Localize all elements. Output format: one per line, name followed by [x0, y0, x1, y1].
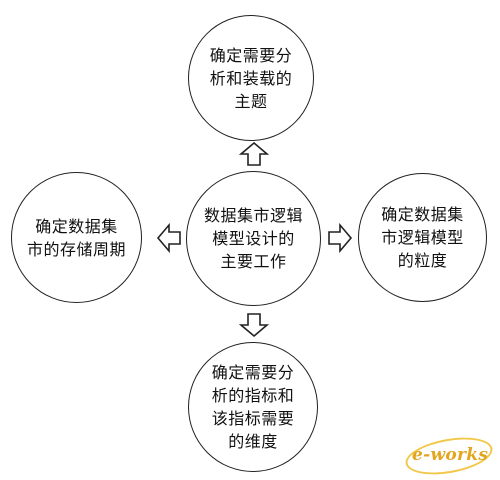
granularity-text: 确定数据集 市逻辑模型 的粒度	[381, 205, 464, 270]
metrics-dimensions-text: 确定需要分 析的指标和 该指标需要 的维度	[211, 363, 295, 451]
granularity-circle: 确定数据集 市逻辑模型 的粒度	[358, 173, 487, 302]
watermark-text: e-works	[412, 445, 489, 465]
storage-period-text: 确定数据集 市的存储周期	[26, 216, 126, 259]
topic-circle: 确定需要分 析和装载的 主题	[188, 15, 314, 141]
arrow-right-icon	[328, 222, 353, 254]
arrow-up-icon	[238, 141, 270, 166]
center-text: 数据集市逻辑 模型设计的 主要工作	[203, 206, 303, 271]
metrics-dimensions-circle: 确定需要分 析的指标和 该指标需要 的维度	[188, 342, 318, 472]
arrow-down-icon	[238, 313, 270, 338]
topic-text: 确定需要分 析和装载的 主题	[209, 45, 293, 111]
e-works-watermark: e-works	[401, 431, 496, 480]
center-circle: 数据集市逻辑 模型设计的 主要工作	[186, 171, 321, 306]
arrow-left-icon	[156, 222, 181, 254]
storage-period-circle: 确定数据集 市的存储周期	[11, 172, 142, 303]
